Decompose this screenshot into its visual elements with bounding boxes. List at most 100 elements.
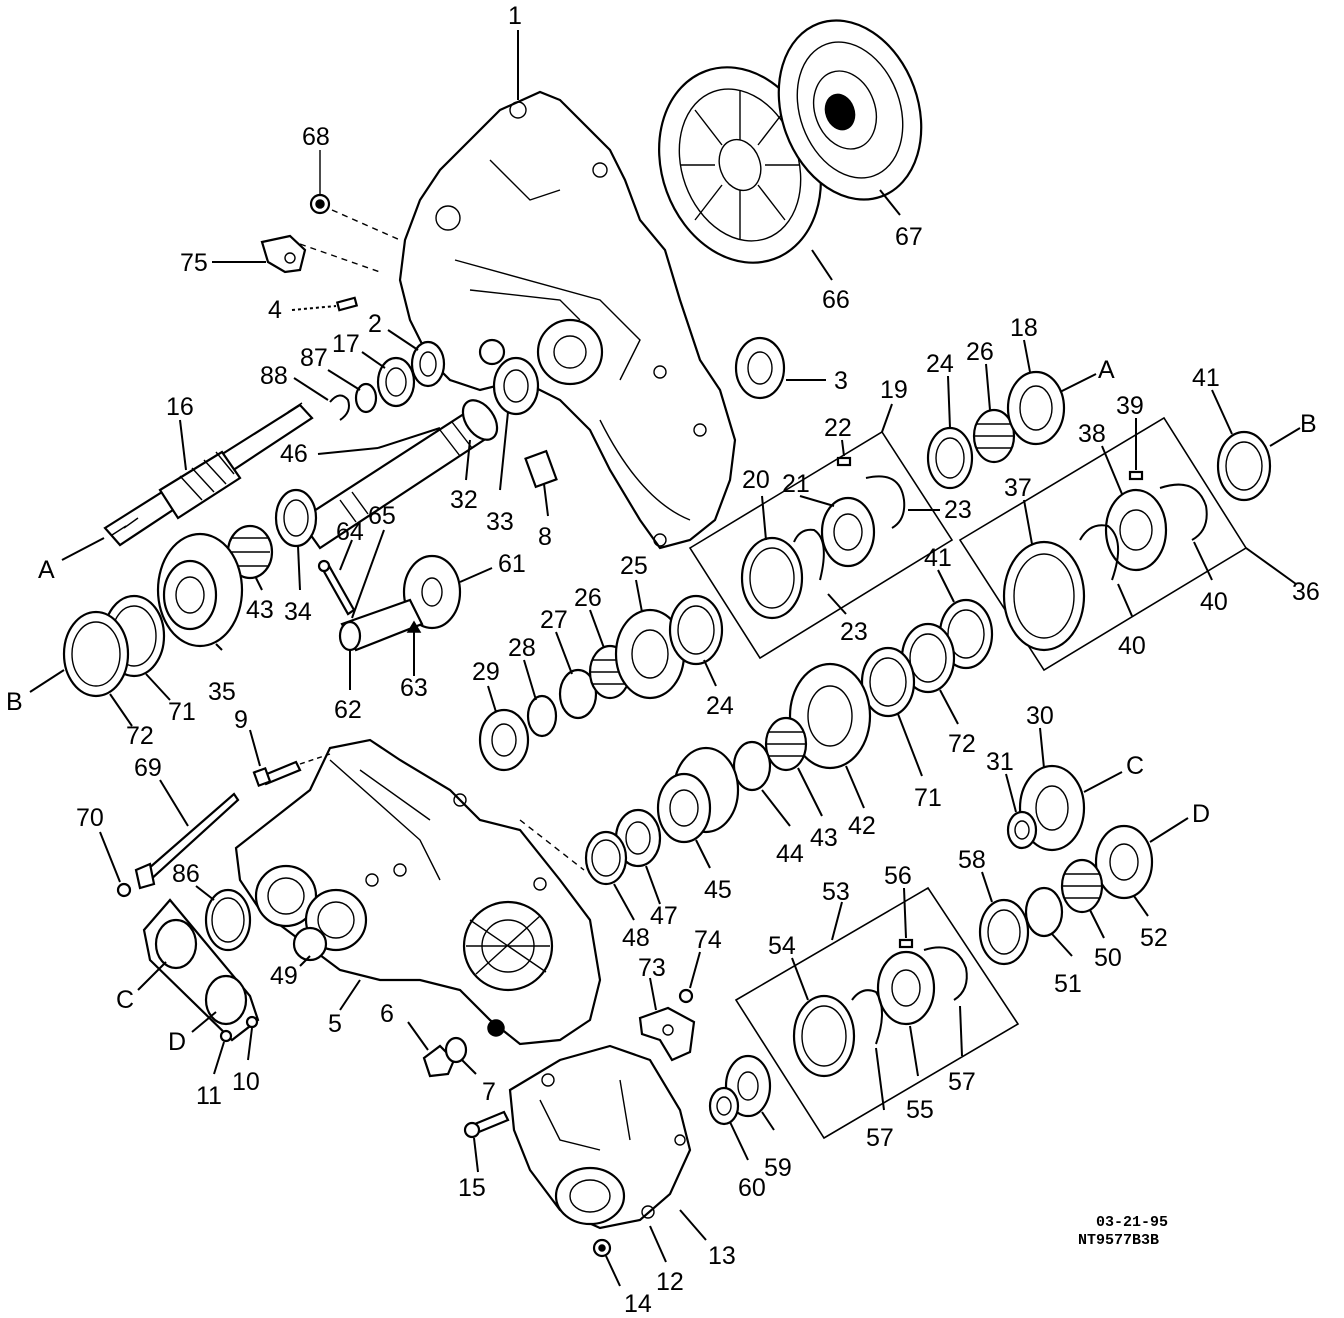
snap-ring-86 (204, 888, 252, 952)
callout-48: 48 (622, 924, 650, 952)
callout-15: 15 (458, 1174, 486, 1202)
bracket-73 (638, 1006, 696, 1062)
callout-35: 35 (208, 678, 236, 706)
callout-34: 34 (284, 598, 312, 626)
gear-45 (656, 746, 740, 844)
callout-23-upper: 23 (944, 496, 972, 524)
callout-63: 63 (400, 674, 428, 702)
callout-18: 18 (1010, 314, 1038, 342)
group-53-frame (734, 886, 1020, 1140)
key-22 (836, 456, 852, 467)
ref-A-left: A (38, 556, 55, 584)
callout-29: 29 (472, 658, 500, 686)
callout-54: 54 (768, 932, 796, 960)
bolt-15 (463, 1110, 510, 1139)
callout-2: 2 (368, 310, 382, 338)
callout-58: 58 (958, 846, 986, 874)
callout-69: 69 (134, 754, 162, 782)
snap-ring-48 (584, 830, 628, 886)
screw-11 (219, 1029, 233, 1043)
callout-26-center: 26 (574, 584, 602, 612)
sleeve-20 (740, 536, 804, 620)
washer-7 (444, 1036, 468, 1064)
callout-65: 65 (368, 502, 396, 530)
callout-88: 88 (260, 362, 288, 390)
needle-bearing-26-upper (972, 408, 1016, 464)
gear-52 (1094, 824, 1154, 900)
gear-35 (156, 532, 244, 648)
pin-4 (335, 296, 359, 312)
ref-D-right: D (1192, 800, 1210, 828)
collar-27 (558, 668, 598, 720)
callout-20: 20 (742, 466, 770, 494)
callout-57-right: 57 (948, 1068, 976, 1096)
callout-33: 33 (486, 508, 514, 536)
callout-46: 46 (280, 440, 308, 468)
bolt-70 (116, 882, 132, 898)
callout-17: 17 (332, 330, 360, 358)
callout-42: 42 (848, 812, 876, 840)
callout-28: 28 (508, 634, 536, 662)
reverse-idler-gear-61 (402, 554, 462, 630)
sync-ring-24-center (668, 594, 724, 666)
callout-21: 21 (782, 470, 810, 498)
callout-31: 31 (986, 748, 1014, 776)
bearing-17 (376, 356, 416, 408)
bearing-3 (734, 336, 786, 400)
callout-12: 12 (656, 1268, 684, 1296)
callout-59: 59 (764, 1154, 792, 1182)
callout-71-middle: 71 (914, 784, 942, 812)
rear-cover (508, 1044, 692, 1230)
callout-60: 60 (738, 1174, 766, 1202)
callout-39: 39 (1116, 392, 1144, 420)
nut-31 (1006, 810, 1038, 850)
spring-40-right (1159, 483, 1208, 541)
sync-ring-58 (978, 898, 1030, 966)
bolt-9 (252, 760, 302, 788)
spring-57-right (923, 946, 968, 1001)
gear-18 (1006, 370, 1066, 446)
callout-61: 61 (498, 550, 526, 578)
callout-55: 55 (906, 1096, 934, 1124)
callout-67: 67 (895, 223, 923, 251)
ref-B-right: B (1300, 410, 1317, 438)
callout-22: 22 (824, 414, 852, 442)
callout-41-middle: 41 (924, 544, 952, 572)
callout-10: 10 (232, 1068, 260, 1096)
washer-28 (526, 694, 558, 738)
sync-ring-71-middle (860, 646, 916, 718)
sync-ring-41-upper (1216, 430, 1272, 502)
oil-seal-2 (410, 340, 446, 388)
callout-74: 74 (694, 926, 722, 954)
callout-19: 19 (880, 376, 908, 404)
spring-57-left (851, 989, 883, 1045)
callout-23-lower: 23 (840, 618, 868, 646)
hub-55 (876, 950, 936, 1026)
sync-ring-24-upper (926, 426, 974, 490)
callout-27: 27 (540, 606, 568, 634)
bolt-14 (592, 1238, 612, 1258)
callout-56: 56 (884, 862, 912, 890)
plate-75 (260, 234, 307, 274)
callout-38: 38 (1078, 420, 1106, 448)
bolt-64 (317, 559, 356, 616)
callout-36: 36 (1292, 578, 1320, 606)
collar-44 (732, 740, 772, 792)
callout-37: 37 (1004, 474, 1032, 502)
callout-13: 13 (708, 1242, 736, 1270)
callout-9: 9 (234, 706, 248, 734)
key-56 (898, 938, 914, 949)
callout-32: 32 (450, 486, 478, 514)
callout-3: 3 (834, 367, 848, 395)
callout-41-upper: 41 (1192, 364, 1220, 392)
needle-bearing-43-lower (764, 716, 808, 772)
collar-51 (1024, 886, 1064, 938)
ref-D-left: D (168, 1028, 186, 1056)
callout-52: 52 (1140, 924, 1168, 952)
callout-72-middle: 72 (948, 730, 976, 758)
callout-72-left: 72 (126, 722, 154, 750)
ref-C-left: C (116, 986, 134, 1014)
callout-5: 5 (328, 1010, 342, 1038)
callout-7: 7 (482, 1078, 496, 1106)
